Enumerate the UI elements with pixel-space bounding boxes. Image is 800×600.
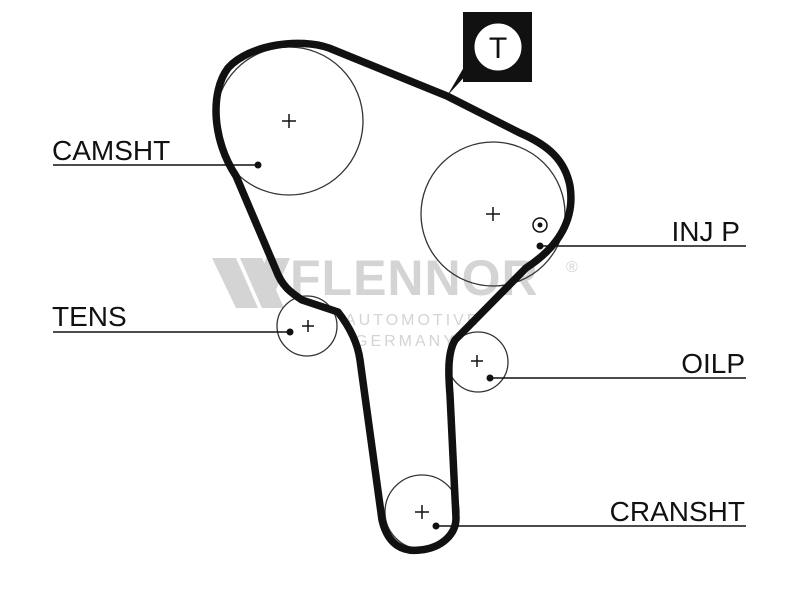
- oil-pump-point: [486, 374, 494, 382]
- watermark-line1: AUTOMOTIVE: [345, 312, 481, 329]
- tensioner-pulley: [276, 295, 338, 357]
- tensioner-point: [286, 328, 294, 336]
- injection-pump-point: [536, 242, 544, 250]
- crankshaft-point: [432, 522, 440, 530]
- timing-mark-icon: [532, 217, 548, 233]
- crankshaft-label: CRANSHT: [610, 496, 745, 527]
- oil-pump-center-mark: [471, 355, 483, 367]
- crankshaft-center-mark: [415, 505, 429, 519]
- injection-pump-center-mark: [486, 207, 500, 221]
- camshaft-point: [254, 161, 262, 169]
- tensioner-center-mark: [302, 320, 314, 332]
- watermark-logo-icon: [212, 258, 290, 308]
- injection-pump-label: INJ P: [672, 216, 740, 247]
- camshaft-label: CAMSHT: [52, 135, 170, 166]
- watermark-registered-mark: ®: [566, 259, 581, 276]
- tensioner-label: TENS: [52, 301, 127, 332]
- leader-points: [254, 161, 544, 530]
- watermark-line2: GERMANY: [355, 333, 457, 350]
- belt-marker-callout: T: [447, 12, 532, 96]
- center-marks: [282, 114, 500, 519]
- belt-marker-label: T: [489, 32, 507, 65]
- oil-pump-label: OILP: [681, 348, 745, 379]
- camshaft-center-mark: [282, 114, 296, 128]
- timing-belt: [212, 39, 575, 555]
- leader-lines: [53, 164, 746, 527]
- injection-pump-pulley: [420, 141, 566, 287]
